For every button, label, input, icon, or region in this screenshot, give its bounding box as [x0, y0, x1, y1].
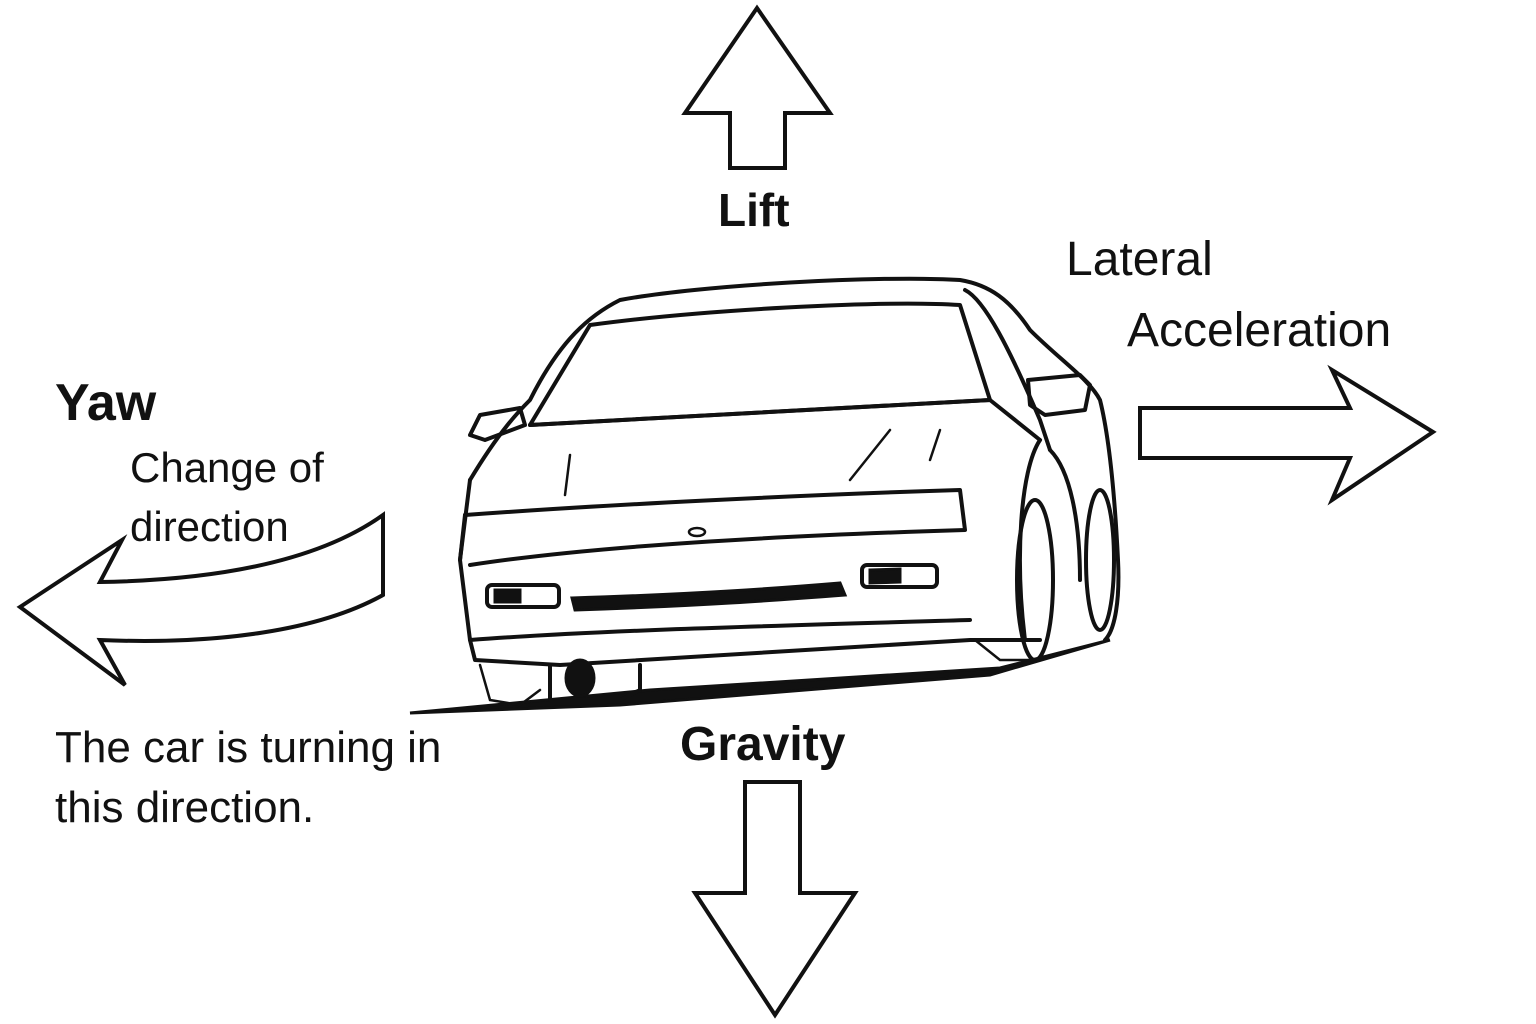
car-illustration	[409, 276, 1121, 715]
turning-note-line2: this direction.	[55, 783, 314, 832]
yaw-arrow	[16, 511, 385, 687]
gravity-label: Gravity	[680, 718, 846, 771]
lift-arrow	[681, 4, 834, 170]
yaw-label: Yaw	[55, 374, 157, 432]
turning-note-line1: The car is turning in	[55, 723, 441, 772]
yaw-description-line1: Change of	[130, 444, 324, 491]
lift-label: Lift	[718, 184, 790, 236]
lateral-label-line2: Acceleration	[1127, 304, 1391, 357]
lateral-label-line1: Lateral	[1066, 233, 1213, 286]
gravity-arrow	[691, 780, 859, 1019]
yaw-description-line2: direction	[130, 503, 289, 550]
lateral-acceleration-arrow	[1138, 364, 1437, 506]
